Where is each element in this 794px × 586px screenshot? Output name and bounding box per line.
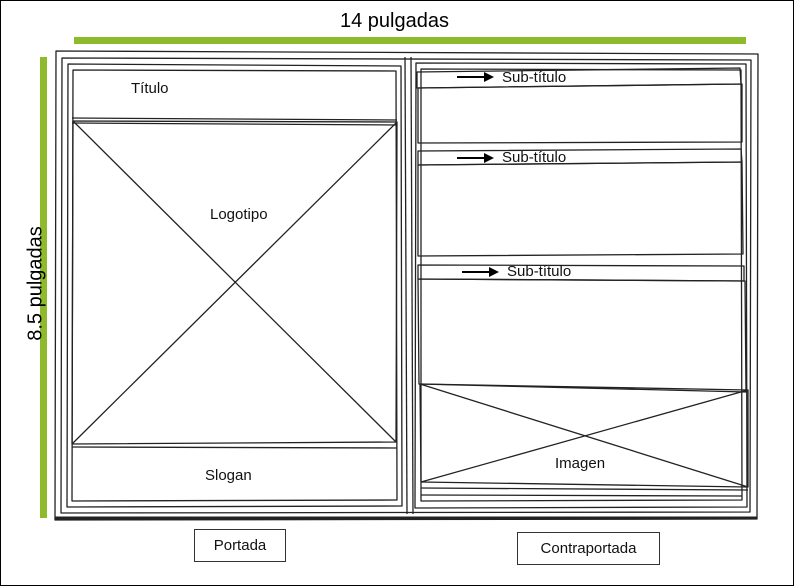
fold-line bbox=[404, 56, 408, 515]
front-cover-panel bbox=[66, 63, 403, 508]
subtitle-block-1 bbox=[416, 67, 743, 144]
front-slogan-label: Slogan bbox=[205, 467, 252, 484]
sheet-inner-outline bbox=[60, 57, 752, 514]
subtitle-block-2 bbox=[417, 148, 744, 257]
arrow-right-icon bbox=[457, 153, 494, 163]
back-image-label: Imagen bbox=[555, 455, 606, 472]
subtitle-block-3 bbox=[417, 264, 747, 393]
back-cover-caption: Contraportada bbox=[517, 532, 660, 565]
subtitle-label-3: Sub-título bbox=[507, 263, 572, 280]
image-placeholder bbox=[419, 383, 749, 497]
arrow-right-icon bbox=[462, 267, 499, 277]
logo-placeholder bbox=[71, 120, 398, 445]
back-cover-panel bbox=[414, 62, 749, 509]
front-logo-label: Logotipo bbox=[210, 206, 268, 223]
height-dimension-bar bbox=[40, 57, 47, 518]
arrow-right-icon bbox=[457, 72, 494, 82]
width-dimension-bar bbox=[74, 37, 746, 44]
subtitle-label-1: Sub-título bbox=[502, 69, 567, 86]
front-cover-caption: Portada bbox=[194, 529, 286, 562]
width-dimension-label: 14 pulgadas bbox=[340, 10, 449, 32]
subtitle-label-2: Sub-título bbox=[502, 149, 567, 166]
front-title-label: Título bbox=[131, 80, 169, 97]
fold-line-inner bbox=[410, 56, 414, 515]
